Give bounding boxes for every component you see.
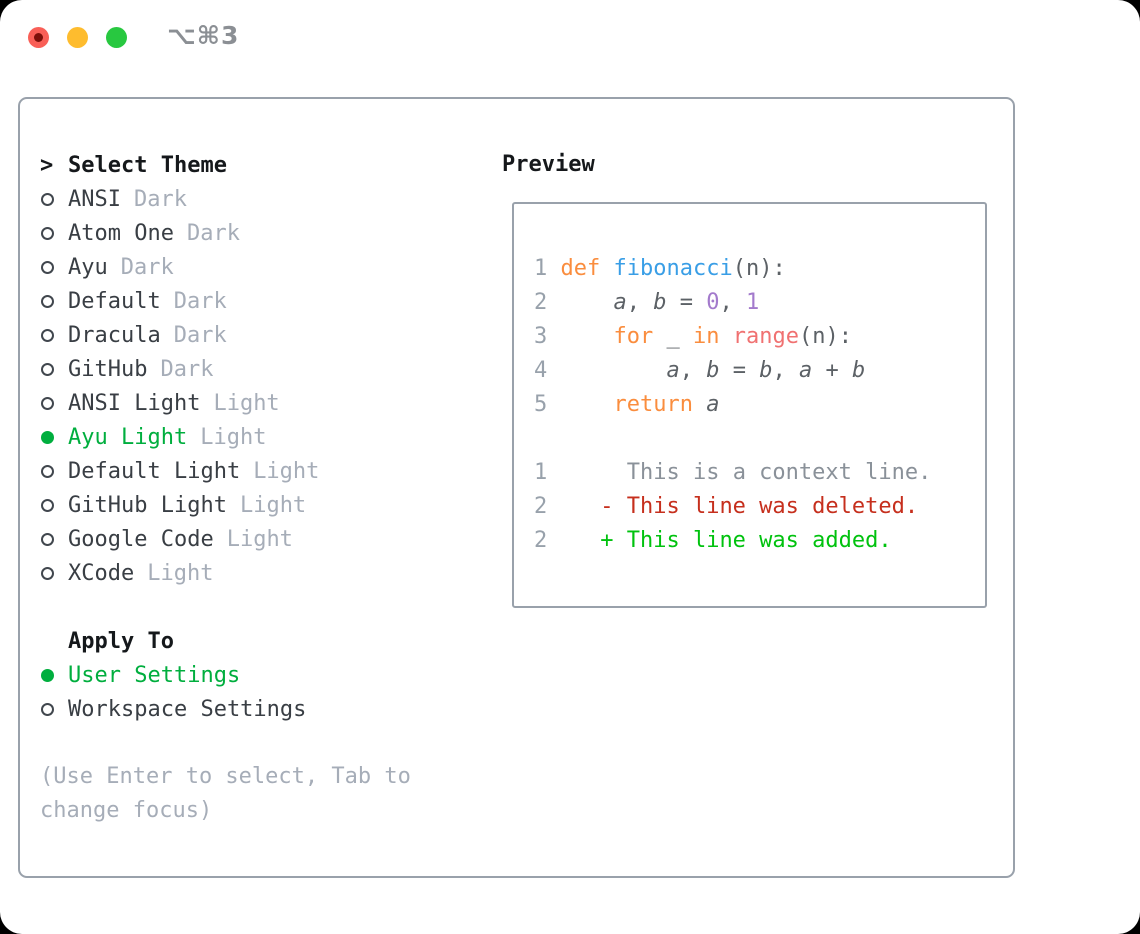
- radio-unselected-icon: [41, 192, 54, 206]
- radio-cell: [40, 430, 68, 444]
- radio-cell: [40, 362, 68, 376]
- code-line: 4 a, b = b, a + b: [534, 358, 866, 383]
- radio-cell: [40, 566, 68, 580]
- radio-cell: [40, 702, 68, 716]
- code-line: 1 This is a context line.: [534, 460, 932, 485]
- theme-variant-label: Dark: [186, 220, 240, 246]
- select-theme-title: Select Theme: [68, 152, 227, 178]
- radio-unselected-icon: [41, 702, 54, 716]
- apply-to-header: Apply To: [40, 624, 480, 658]
- code-line: [534, 422, 985, 456]
- theme-variant-label: Light: [200, 424, 267, 450]
- code-line: 2 a, b = 0, 1: [534, 290, 760, 315]
- option-label: GitHub Light: [68, 492, 227, 518]
- option-label: ANSI: [68, 186, 121, 212]
- titlebar: ⌥⌘3: [0, 0, 1140, 74]
- theme-variant-label: Dark: [173, 288, 227, 314]
- option-label: Ayu: [68, 254, 108, 280]
- spacer: [40, 590, 480, 624]
- option-label: Default: [68, 288, 161, 314]
- radio-unselected-icon: [41, 328, 54, 342]
- radio-cell: [40, 498, 68, 512]
- focus-marker: >: [40, 152, 54, 178]
- close-button[interactable]: [28, 27, 49, 48]
- preview-title: Preview: [502, 152, 595, 177]
- option-label: User Settings: [68, 662, 241, 688]
- hint-text: (Use Enter to select, Tab to change focu…: [40, 764, 411, 823]
- theme-variant-label: Light: [226, 526, 293, 552]
- theme-option-google-code[interactable]: Google Code Light: [40, 522, 480, 556]
- radio-cell: [40, 668, 68, 682]
- theme-variant-label: Dark: [160, 356, 214, 382]
- theme-variant-label: Light: [253, 458, 320, 484]
- apply-to-title: Apply To: [68, 628, 174, 654]
- theme-option-default[interactable]: Default Dark: [40, 284, 480, 318]
- theme-option-github-light[interactable]: GitHub Light Light: [40, 488, 480, 522]
- option-label: XCode: [68, 560, 135, 586]
- theme-variant-label: Dark: [173, 322, 227, 348]
- radio-cell: [40, 294, 68, 308]
- code-line: 3 for _ in range(n):: [534, 324, 852, 349]
- radio-unselected-icon: [41, 464, 54, 478]
- option-label: GitHub: [68, 356, 148, 382]
- radio-cell: [40, 192, 68, 206]
- radio-unselected-icon: [41, 226, 54, 240]
- radio-unselected-icon: [41, 498, 54, 512]
- radio-cell: [40, 226, 68, 240]
- theme-option-dracula[interactable]: Dracula Dark: [40, 318, 480, 352]
- theme-option-ansi-light[interactable]: ANSI Light Light: [40, 386, 480, 420]
- radio-cell: [40, 328, 68, 342]
- close-dot-icon: [34, 33, 43, 42]
- radio-cell: [40, 464, 68, 478]
- option-label: Ayu Light: [68, 424, 188, 450]
- window-title-shortcut: ⌥⌘3: [167, 21, 240, 50]
- radio-unselected-icon: [41, 532, 54, 546]
- spacer: [40, 726, 480, 760]
- radio-cell: [40, 396, 68, 410]
- preview-box: 1 def fibonacci(n): 2 a, b = 0, 1 3 for _ …: [512, 202, 987, 608]
- theme-variant-label: Light: [147, 560, 214, 586]
- radio-cell: [40, 532, 68, 546]
- radio-unselected-icon: [41, 294, 54, 308]
- theme-variant-label: Dark: [120, 254, 174, 280]
- code-line: 2 - This line was deleted.: [534, 494, 919, 519]
- theme-option-ayu[interactable]: Ayu Dark: [40, 250, 480, 284]
- code-line: 5 return a: [534, 392, 720, 417]
- theme-option-ayu-light[interactable]: Ayu Light Light: [40, 420, 480, 454]
- option-label: ANSI Light: [68, 390, 201, 416]
- option-label: Workspace Settings: [68, 696, 307, 722]
- option-label: Atom One: [68, 220, 174, 246]
- select-theme-header: > Select Theme: [40, 148, 480, 182]
- option-label: Default Light: [68, 458, 241, 484]
- theme-variant-label: Light: [213, 390, 280, 416]
- radio-selected-icon: [41, 668, 54, 682]
- theme-option-default-light[interactable]: Default Light Light: [40, 454, 480, 488]
- zoom-button[interactable]: [106, 27, 127, 48]
- theme-option-github[interactable]: GitHub Dark: [40, 352, 480, 386]
- apply-option-workspace-settings[interactable]: Workspace Settings: [40, 692, 480, 726]
- radio-unselected-icon: [41, 260, 54, 274]
- apply-option-user-settings[interactable]: User Settings: [40, 658, 480, 692]
- minimize-button[interactable]: [67, 27, 88, 48]
- code-line: 1 def fibonacci(n):: [534, 256, 786, 281]
- radio-unselected-icon: [41, 396, 54, 410]
- option-label: Google Code: [68, 526, 214, 552]
- theme-option-ansi[interactable]: ANSI Dark: [40, 182, 480, 216]
- radio-unselected-icon: [41, 362, 54, 376]
- theme-option-atom-one[interactable]: Atom One Dark: [40, 216, 480, 250]
- code-line: 2 + This line was added.: [534, 528, 892, 553]
- theme-option-xcode[interactable]: XCode Light: [40, 556, 480, 590]
- radio-cell: [40, 260, 68, 274]
- radio-selected-icon: [41, 430, 54, 444]
- theme-variant-label: Light: [239, 492, 307, 518]
- radio-unselected-icon: [41, 566, 54, 580]
- option-label: Dracula: [68, 322, 161, 348]
- theme-variant-label: Dark: [133, 186, 187, 212]
